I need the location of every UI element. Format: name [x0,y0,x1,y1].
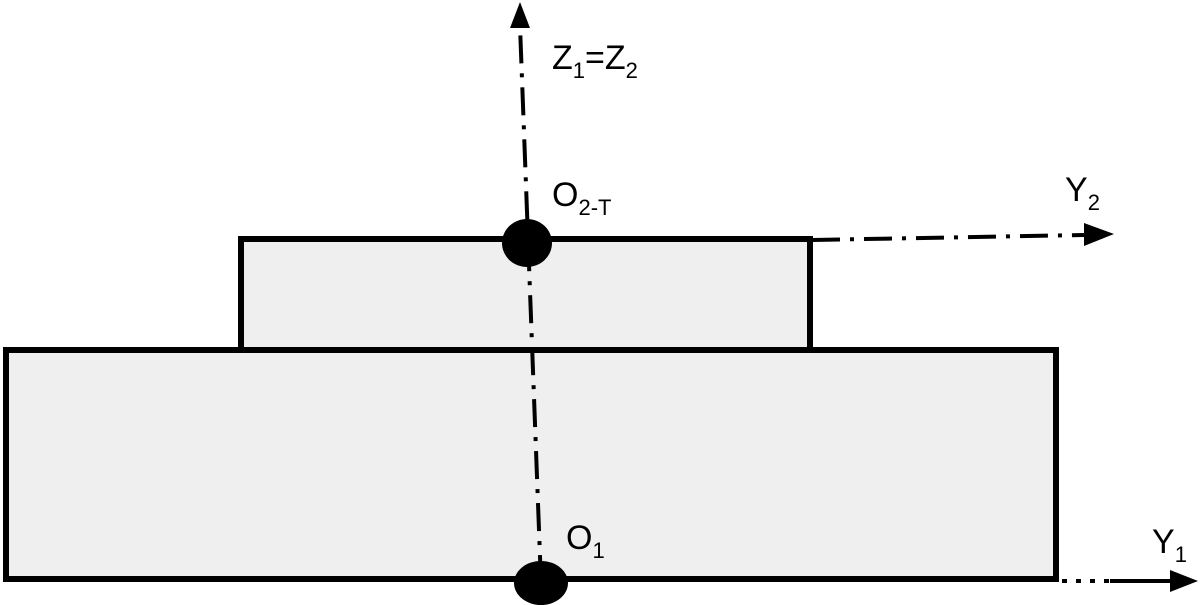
y1-axis-arrowhead [1170,570,1198,592]
y1-axis-label: Y1 [1152,523,1187,567]
z-axis-arrowhead [510,2,530,28]
origin-o1-point [514,561,568,605]
z-axis-line [518,25,543,584]
y2-axis-label: Y2 [1065,171,1100,215]
origin-o2-label: O2-T [552,176,611,220]
origin-o1-label: O1 [566,519,605,563]
origin-o2-point [502,219,552,267]
y2-axis-arrowhead [1084,223,1114,246]
y2-axis-line [811,233,1085,242]
base-block [3,347,1059,582]
z-axis-label: Z1=Z2 [552,39,638,83]
